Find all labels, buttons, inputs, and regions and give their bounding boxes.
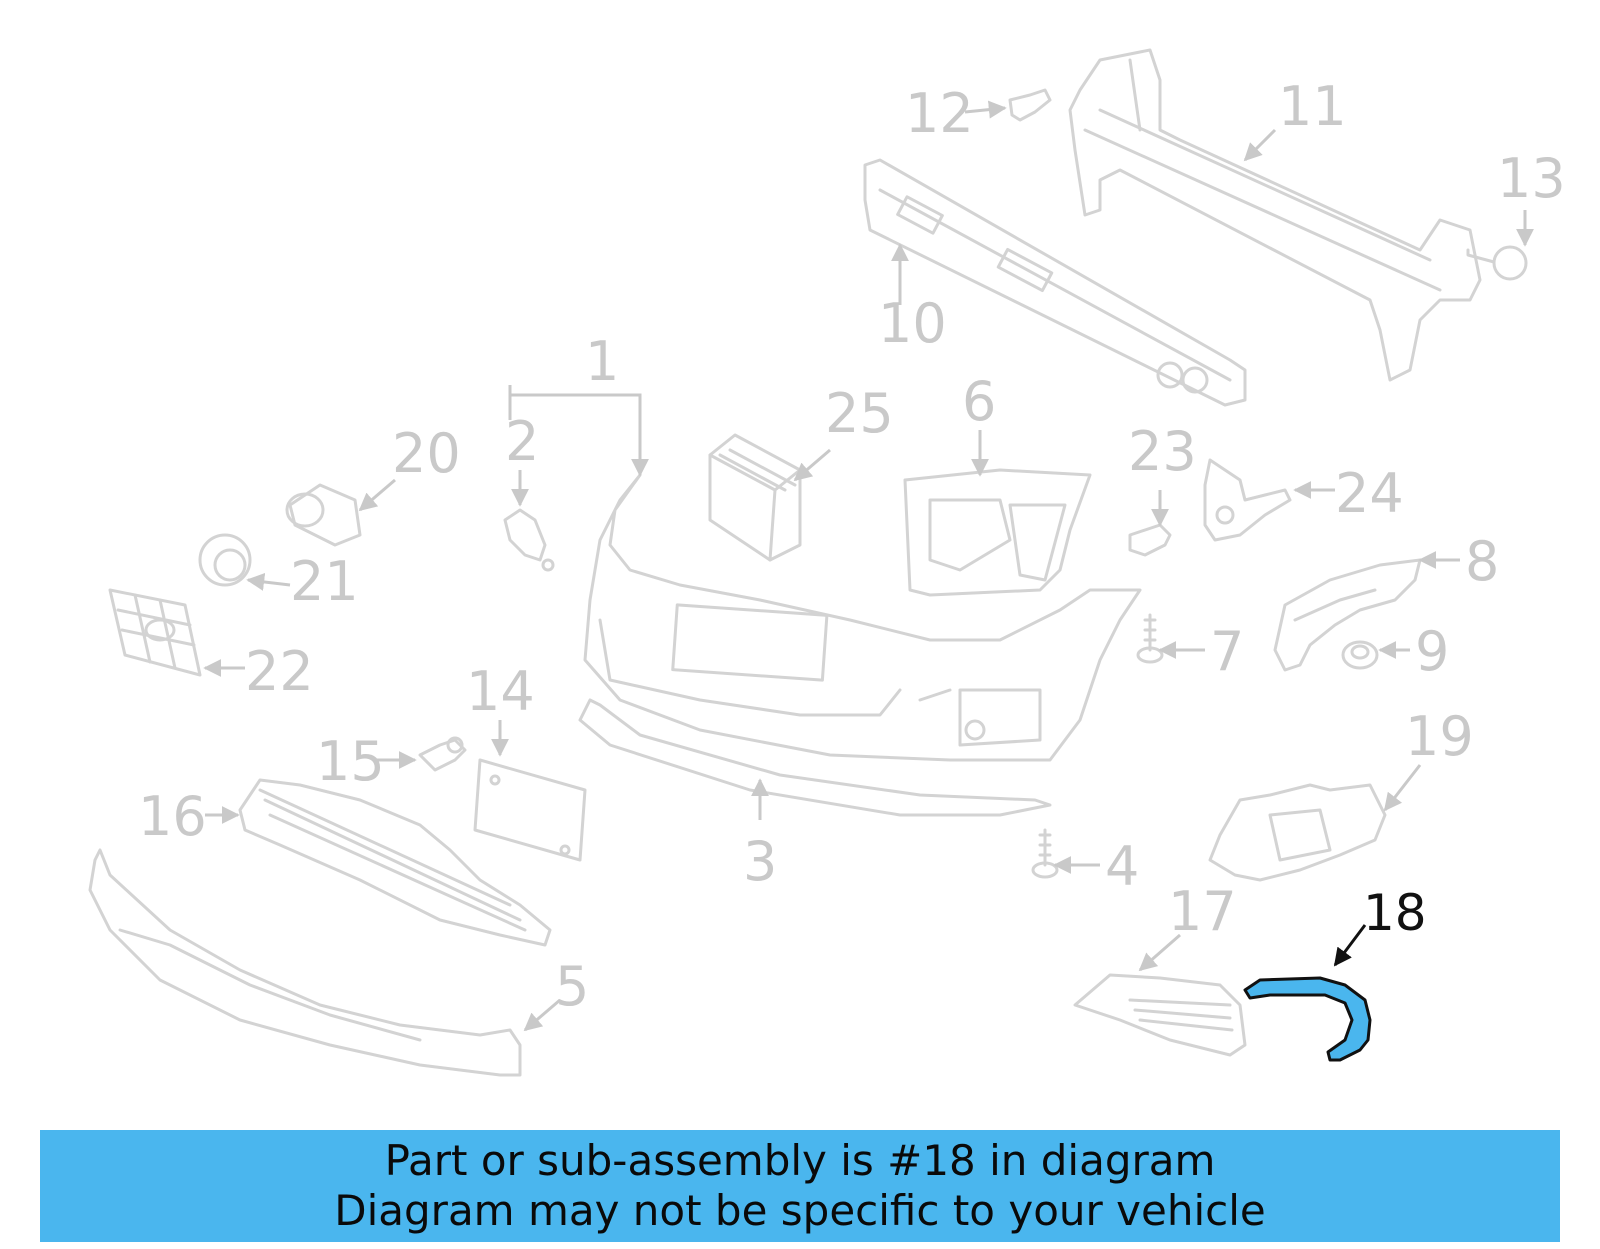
label-24: 24 (1335, 462, 1404, 525)
label-19: 19 (1405, 705, 1474, 768)
label-4: 4 (1105, 835, 1139, 898)
part-24-mount (1203, 458, 1292, 542)
info-banner: Part or sub-assembly is #18 in diagram D… (40, 1130, 1560, 1242)
part-9-nut (1341, 640, 1379, 670)
label-2: 2 (505, 410, 539, 473)
part-14-plate-bracket (473, 758, 587, 862)
part-22-sensor-bracket (108, 588, 202, 677)
part-23-connector (1128, 523, 1172, 557)
part-15-clip (418, 736, 467, 772)
part-2-clip (503, 508, 555, 572)
label-12: 12 (905, 82, 974, 145)
label-22: 22 (245, 640, 314, 703)
label-14: 14 (466, 660, 535, 723)
label-5: 5 (555, 955, 589, 1018)
label-23: 23 (1128, 420, 1197, 483)
part-25-sensor (708, 433, 802, 562)
part-20-parking-sensor (285, 483, 362, 547)
part-5-lower-valance (88, 848, 522, 1077)
label-17: 17 (1168, 880, 1237, 943)
label-15: 15 (316, 730, 385, 793)
part-11-reinforcement-bar (1068, 48, 1482, 382)
label-9: 9 (1415, 620, 1449, 683)
part-8-side-bracket (1273, 558, 1422, 672)
banner-line-1: Part or sub-assembly is #18 in diagram (384, 1136, 1216, 1185)
part-21-sensor-ring (198, 533, 252, 587)
part-12-bolt (1008, 88, 1052, 122)
part-4-screw (1031, 828, 1059, 879)
part-19-fog-bracket (1208, 783, 1387, 882)
label-8: 8 (1465, 530, 1499, 593)
part-7-screw (1136, 613, 1164, 664)
part-1-bumper-cover (583, 473, 1142, 762)
label-16: 16 (138, 785, 207, 848)
label-7: 7 (1210, 620, 1244, 683)
label-13: 13 (1497, 147, 1566, 210)
part-18-trim-strip (1243, 976, 1372, 1062)
label-21: 21 (290, 550, 359, 613)
part-10-energy-absorber (863, 158, 1247, 407)
label-3: 3 (743, 830, 777, 893)
callout-labels: 1 2 3 4 5 6 7 8 9 10 11 12 13 14 15 16 1… (138, 75, 1566, 1018)
label-20: 20 (392, 422, 461, 485)
part-6-bracket (903, 468, 1092, 597)
part-17-fog-cover (1073, 973, 1247, 1057)
label-6: 6 (962, 370, 996, 433)
label-18: 18 (1363, 884, 1427, 942)
label-10: 10 (878, 292, 947, 355)
part-16-lower-grille (238, 778, 552, 947)
label-1: 1 (585, 330, 619, 393)
label-25: 25 (825, 382, 894, 445)
leader-lines (203, 100, 1534, 1032)
part-13-screw (1466, 245, 1528, 281)
banner-line-2: Diagram may not be specific to your vehi… (334, 1186, 1266, 1235)
part-3-lower-lip (578, 698, 1052, 817)
label-11: 11 (1278, 75, 1347, 138)
